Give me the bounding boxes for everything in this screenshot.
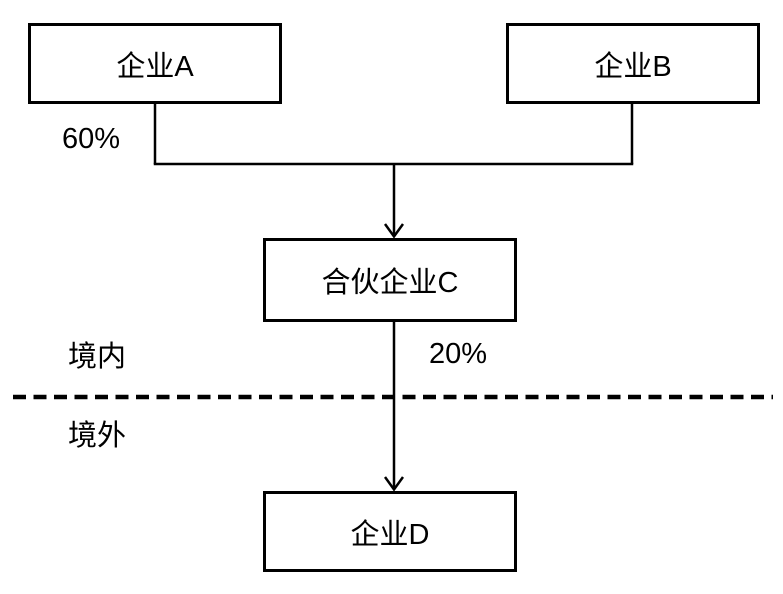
node-partnership-c-label: 合伙企业C [321,267,459,299]
ownership-percentage-a: 60% [62,123,121,155]
node-company-d: 企业D [263,491,517,572]
node-company-b-label: 企业B [594,50,672,83]
node-partnership-c: 合伙企业C [263,238,517,322]
region-label-domestic: 境内 [68,341,127,373]
ownership-percentage-c: 20% [429,338,488,370]
node-company-a: 企业A [28,23,282,104]
region-label-overseas: 境外 [68,420,127,452]
arrowhead-into-c-icon [383,223,405,239]
node-company-b: 企业B [506,23,760,104]
arrowhead-into-d-icon [383,476,405,492]
node-company-d-label: 企业D [350,518,430,551]
node-company-a-label: 企业A [116,50,194,83]
